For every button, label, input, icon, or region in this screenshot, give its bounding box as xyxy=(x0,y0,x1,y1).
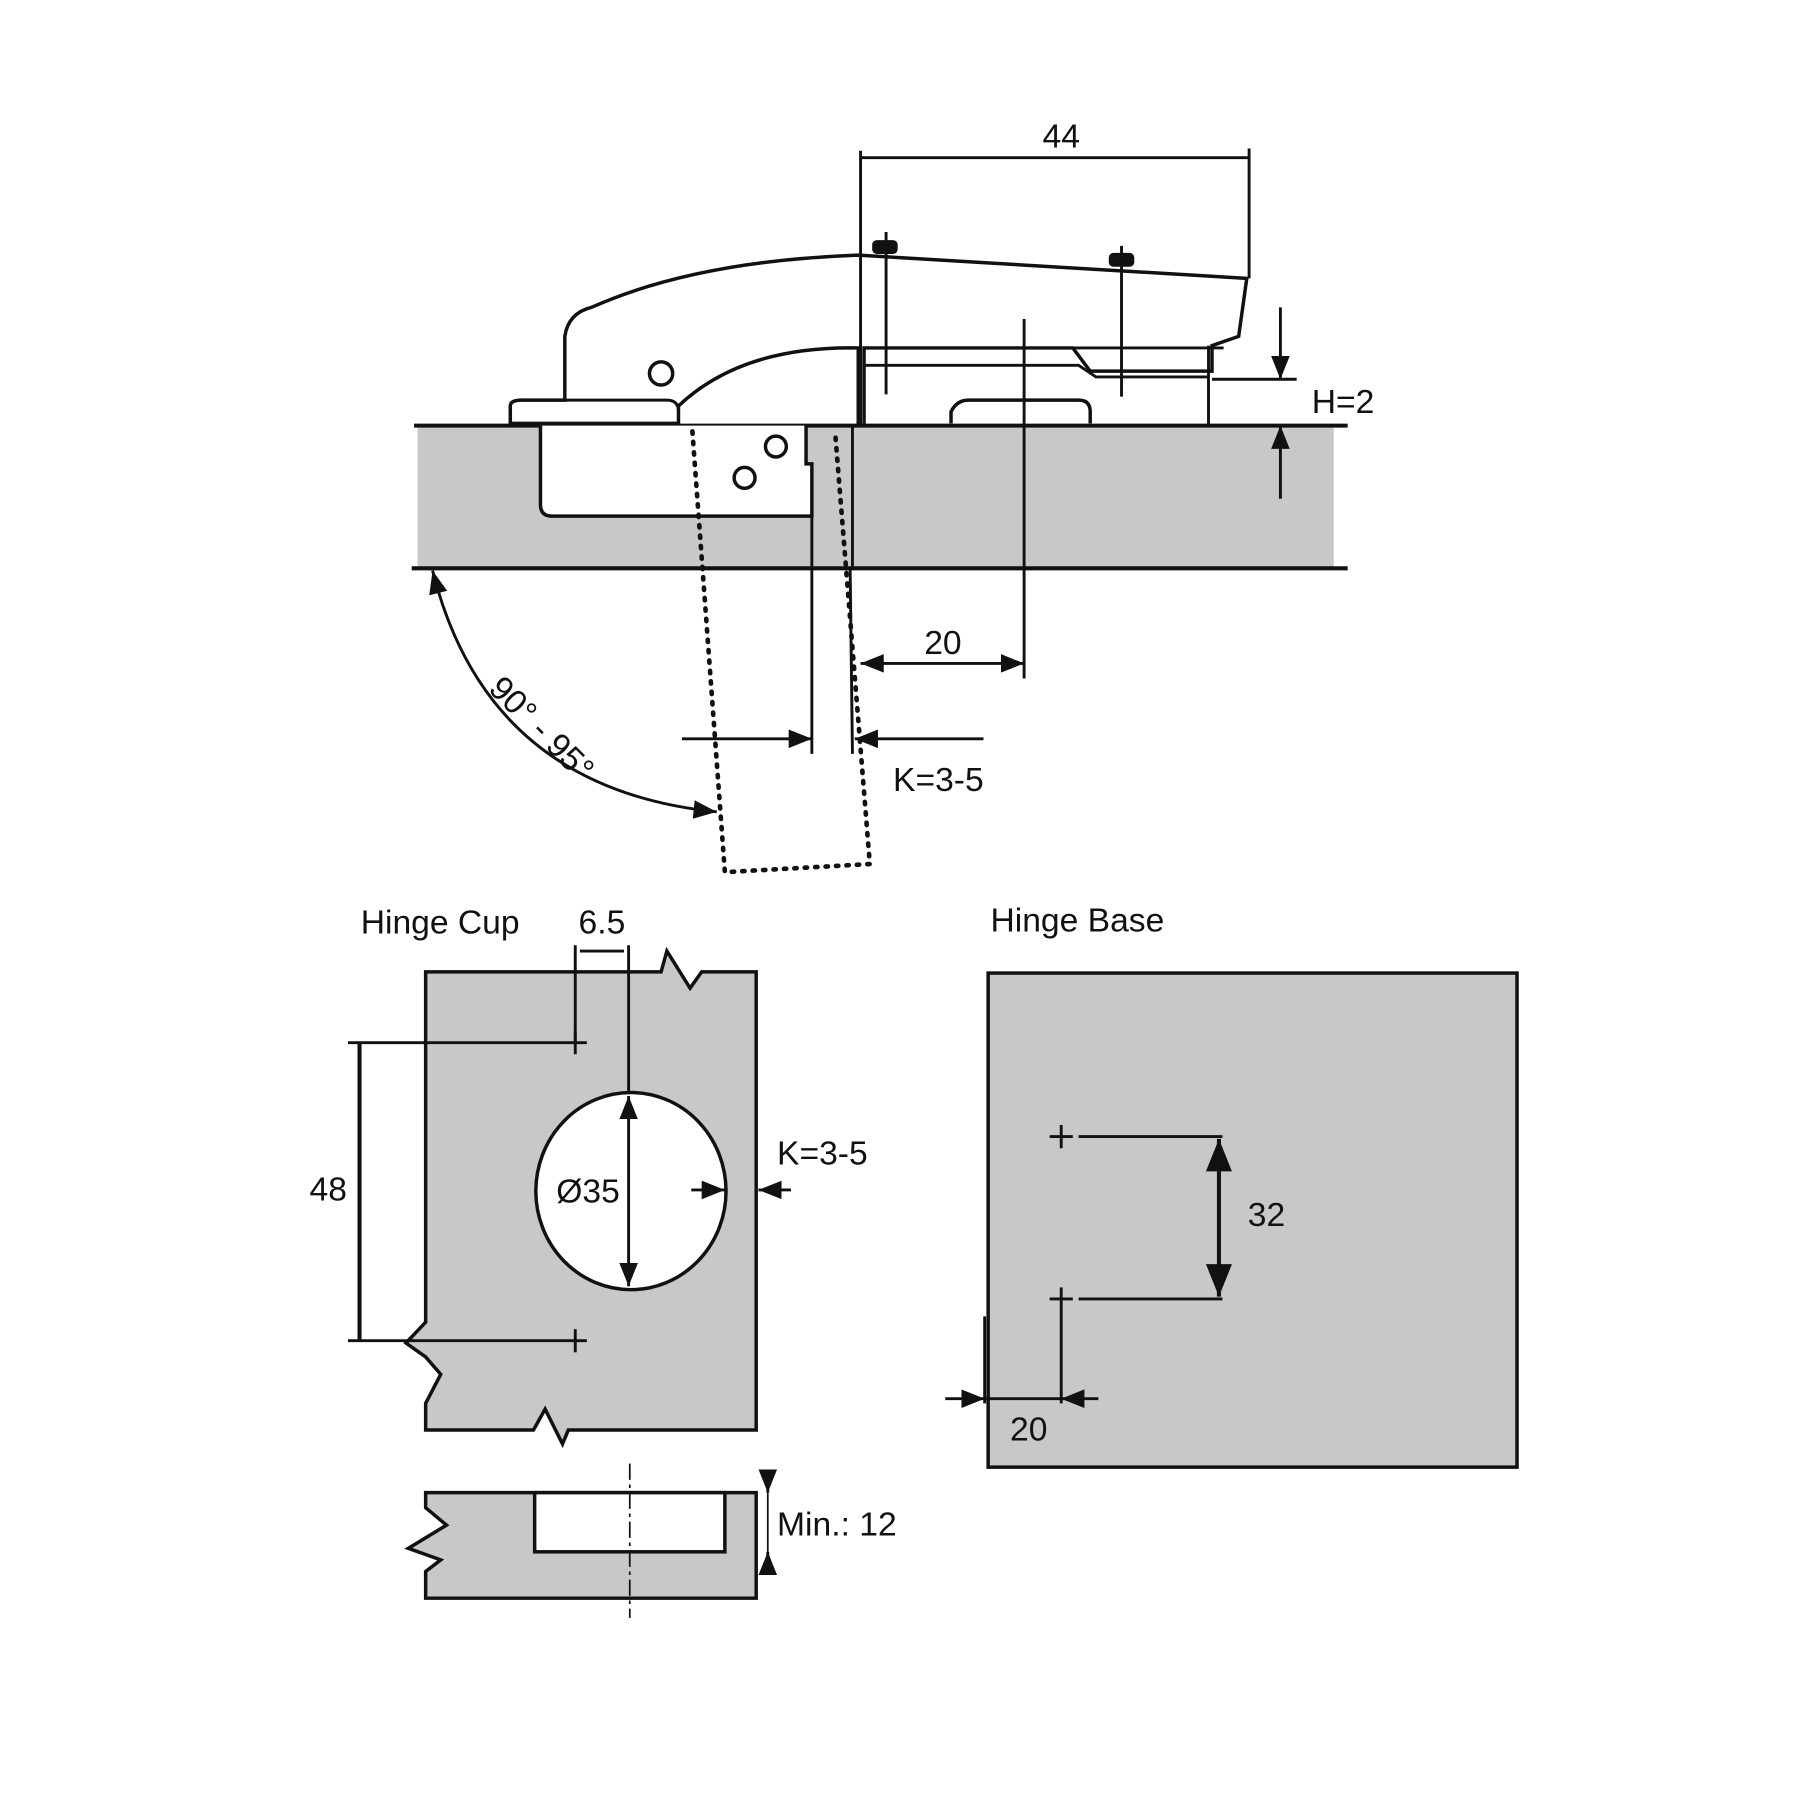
dim-cup-spacing: 48 xyxy=(310,1171,347,1208)
hinge-base-title: Hinge Base xyxy=(990,902,1164,939)
dim-diameter: Ø35 xyxy=(556,1174,620,1211)
opening-angle: 90° - 95° xyxy=(481,670,600,789)
cabinet-side-panel xyxy=(986,971,1519,1469)
dim-overlay: K=3-5 xyxy=(893,762,984,799)
dim-cup-edge: 6.5 xyxy=(579,905,626,942)
hinge-base-view: Hinge Base 32 20 xyxy=(945,902,1519,1469)
dim-width: 44 xyxy=(1043,118,1080,155)
dim-height: H=2 xyxy=(1312,384,1375,421)
hinge-cup-view: Hinge Cup 6.5 Ø35 48 K=3-5 Min.: 12 xyxy=(310,905,897,1618)
dim-offset: 20 xyxy=(924,625,961,662)
rivet-icon xyxy=(647,360,675,387)
dim-base-spacing: 32 xyxy=(1248,1197,1285,1234)
hinge-cup-title: Hinge Cup xyxy=(361,905,520,942)
cup-recess xyxy=(538,425,814,518)
dim-min-thickness: Min.: 12 xyxy=(777,1507,897,1544)
dim-base-edge: 20 xyxy=(1010,1411,1047,1448)
side-view: 44 H=2 20 K=3-5 90° - 95° xyxy=(411,118,1375,875)
dim-cup-overlay: K=3-5 xyxy=(777,1135,868,1172)
